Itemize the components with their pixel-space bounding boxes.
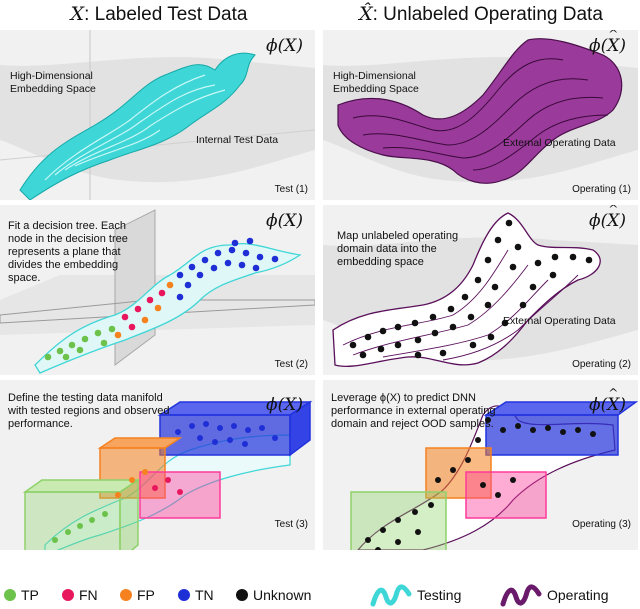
phi-prefix: ϕ( — [589, 36, 608, 56]
prediction-description: Leverage ϕ(X) to predict DNN performance… — [331, 392, 496, 430]
legend-item-fn: FN — [62, 587, 98, 603]
legend-label: Unknown — [253, 587, 312, 603]
fn-points — [152, 477, 183, 495]
testing-curve-icon — [370, 584, 412, 607]
legend-label: Operating — [547, 587, 609, 603]
embedding-space-label: High-Dimensional Embedding Space — [333, 70, 419, 95]
prediction-illustration — [350, 401, 638, 550]
title-labeled-test-data: X: Labeled Test Data — [0, 0, 318, 28]
legend-label: Testing — [417, 587, 462, 603]
unknown-dot-icon — [236, 589, 248, 601]
test-manifold-illustration — [0, 30, 315, 200]
panel-caption: Operating (2) — [572, 359, 631, 370]
external-operating-data-label: External Operating Data — [503, 137, 616, 149]
panel-operating-2: ϕ(X) Map unlabeled operating domain data… — [323, 205, 638, 375]
fn-points — [121, 289, 166, 331]
legend-item-fp: FP — [120, 587, 155, 603]
phi-var-hat: X — [607, 205, 619, 231]
decision-tree-illustration — [0, 209, 315, 374]
region-box-tn — [157, 400, 313, 457]
phi-prefix: ϕ( — [589, 211, 608, 231]
unknown-points — [365, 417, 596, 550]
title-symbol-x: X — [70, 3, 85, 25]
panel-caption: Operating (1) — [572, 184, 631, 195]
phi-xhat-label: ϕ(X) — [589, 205, 626, 231]
panel-test-1: ϕ(X) High-Dimensional Embedding Space In… — [0, 30, 315, 200]
legend-item-tn: TN — [178, 587, 214, 603]
legend-item-unknown: Unknown — [236, 587, 311, 603]
phi-xhat-label: ϕ(X) — [589, 386, 626, 415]
region-box-tn — [483, 401, 638, 456]
legend-label: TP — [21, 587, 39, 603]
tn-points — [176, 237, 279, 301]
title-symbol-xhat: X̂ — [359, 3, 373, 25]
phi-suffix: ) — [619, 211, 626, 231]
phi-var-hat: X — [607, 30, 619, 56]
phi-xhat-label: ϕ(X) — [589, 30, 626, 56]
title-unlabeled-operating-data: X̂: Unlabeled Operating Data — [322, 0, 640, 28]
fp-points — [115, 469, 148, 498]
phi-x-label: ϕ(X) — [266, 36, 303, 56]
panel-caption: Test (2) — [274, 359, 308, 370]
phi-prefix: ϕ( — [589, 395, 608, 415]
decision-tree-description: Fit a decision tree. Each node in the de… — [8, 220, 128, 284]
tp-points — [52, 511, 108, 543]
fp-points — [114, 281, 174, 339]
tn-points — [175, 421, 278, 447]
title-text: : Labeled Test Data — [84, 4, 248, 25]
panel-caption: Test (1) — [274, 184, 308, 195]
panel-test-2: ϕ(X) Fit a decision tree. Each node in t… — [0, 205, 315, 375]
phi-x-label: ϕ(X) — [266, 395, 303, 415]
title-text: : Unlabeled Operating Data — [372, 4, 603, 25]
legend-label: TN — [195, 587, 214, 603]
unknown-points — [349, 219, 593, 359]
tp-points — [44, 325, 116, 361]
fn-dot-icon — [62, 589, 74, 601]
legend-label: FP — [137, 587, 155, 603]
tested-regions-illustration — [22, 400, 313, 550]
operating-curve-icon — [500, 584, 542, 607]
regions-description: Define the testing data manifold with te… — [8, 392, 170, 430]
fp-dot-icon — [120, 589, 132, 601]
panel-operating-1: ϕ(X) High-Dimensional Embedding Space Ex… — [323, 30, 638, 200]
region-box-tp — [22, 478, 141, 550]
internal-test-data-label: Internal Test Data — [196, 134, 279, 146]
phi-suffix: ) — [619, 36, 626, 56]
legend-item-operating: Operating — [547, 587, 608, 603]
region-box-fp — [425, 447, 492, 499]
legend-item-tp: TP — [4, 587, 39, 603]
legend-item-testing: Testing — [417, 587, 461, 603]
legend: TP FN FP TN Unknown Testing Operating — [0, 582, 640, 609]
panel-operating-3: ϕ(X) Leverage ϕ(X) to predict DNN perfor… — [323, 380, 638, 550]
phi-suffix: ) — [619, 395, 626, 415]
operating-mapping-illustration — [323, 212, 638, 368]
mapping-description: Map unlabeled operating domain data into… — [337, 230, 459, 268]
phi-x-label: ϕ(X) — [266, 211, 303, 231]
operating-manifold-illustration — [323, 38, 638, 184]
external-operating-data-label: External Operating Data — [503, 315, 616, 327]
tp-dot-icon — [4, 589, 16, 601]
embedding-space-label: High-Dimensional Embedding Space — [10, 70, 96, 95]
panel-test-3: ϕ(X) Define the testing data manifold wi… — [0, 380, 315, 550]
tn-dot-icon — [178, 589, 190, 601]
phi-var-hat: X — [607, 386, 619, 415]
legend-label: FN — [79, 587, 98, 603]
region-box-fn — [465, 471, 547, 519]
panel-caption: Test (3) — [274, 519, 308, 530]
panel-caption: Operating (3) — [572, 519, 631, 530]
